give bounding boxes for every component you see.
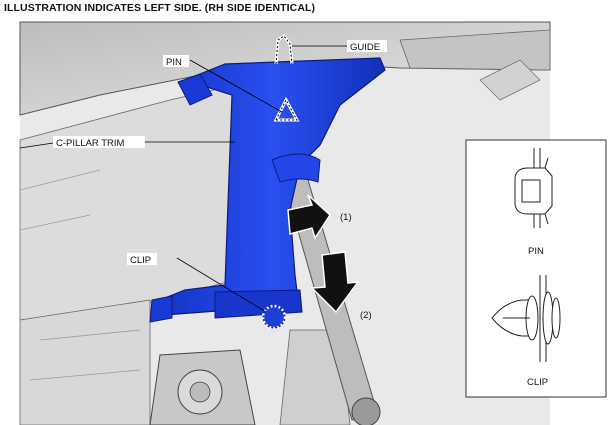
label-c-pillar-trim: C-PILLAR TRIM [53,136,145,149]
removal-arrow-2 [310,251,360,314]
svg-text:C-PILLAR TRIM: C-PILLAR TRIM [56,138,125,149]
fastener-inset-panel: PIN CLIP [465,139,607,398]
inset-clip-label: CLIP [527,377,548,388]
label-clip: CLIP [127,253,157,266]
clip-detail-icon [491,275,561,362]
label-guide: GUIDE [347,40,387,53]
belt-retractor [149,349,256,425]
illustration-heading: ILLUSTRATION INDICATES LEFT SIDE. (RH SI… [4,2,316,14]
label-pin: PIN [163,55,189,68]
removal-arrow-1 [287,194,331,240]
label-step-2: (2) [360,310,372,321]
label-step-1: (1) [340,212,352,223]
svg-text:PIN: PIN [166,57,182,68]
guide-outline [274,33,294,65]
clip-location-marker [261,304,287,330]
pin-location-marker [273,96,300,122]
c-pillar-trim [149,57,386,323]
svg-text:GUIDE: GUIDE [350,42,380,53]
inset-pin-label: PIN [528,246,544,257]
svg-text:CLIP: CLIP [130,255,151,266]
pin-detail-icon [514,148,553,228]
